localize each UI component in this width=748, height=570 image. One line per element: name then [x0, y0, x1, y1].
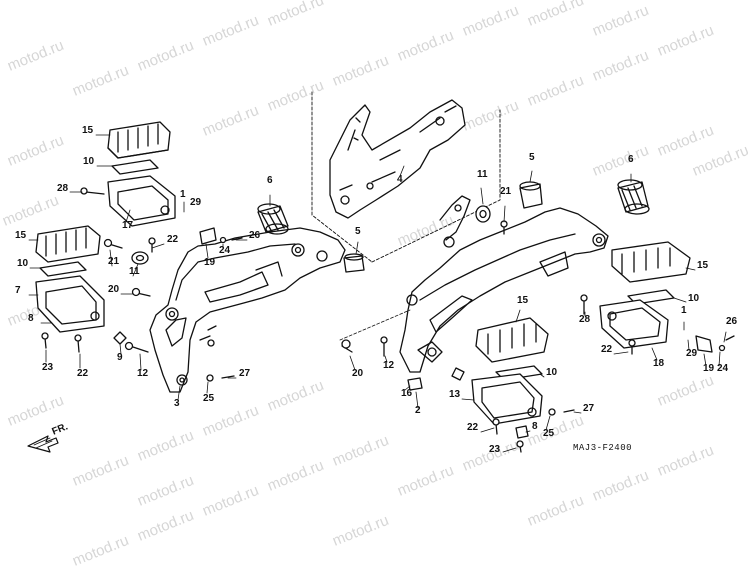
bolt-group [41, 187, 735, 453]
part-callout-1: 1 [180, 189, 186, 200]
collar-11-group [131, 205, 491, 265]
rear-bracket-4 [329, 99, 466, 219]
part-callout-23: 23 [42, 362, 54, 373]
part-callout-1: 1 [681, 305, 687, 316]
part-callout-25: 25 [543, 428, 555, 439]
part-callout-11: 11 [477, 169, 488, 180]
part-callout-11: 11 [129, 266, 140, 277]
part-callout-3: 3 [174, 398, 180, 409]
part-callout-7: 7 [15, 285, 21, 296]
part-callout-21: 21 [500, 186, 512, 197]
part-callout-15: 15 [15, 230, 27, 241]
part-callout-19: 19 [703, 363, 715, 374]
part-callout-8: 8 [28, 313, 34, 324]
part-callout-24: 24 [717, 363, 729, 374]
part-callout-10: 10 [17, 258, 29, 269]
part-callout-29: 29 [190, 197, 202, 208]
part-callout-26: 26 [249, 230, 261, 241]
part-callout-22: 22 [167, 234, 179, 245]
right-bracket-2 [399, 195, 609, 373]
collar-6-right [617, 179, 650, 215]
footpeg-7 [35, 275, 105, 333]
part-callout-28: 28 [57, 183, 69, 194]
part-callout-10: 10 [546, 367, 558, 378]
part-callout-28: 28 [579, 314, 591, 325]
footpeg-13 [471, 373, 543, 425]
part-callout-23: 23 [489, 444, 501, 455]
part-callout-18: 18 [653, 358, 665, 369]
leader-lines [28, 134, 727, 453]
part-callout-26: 26 [726, 316, 738, 327]
part-callout-19: 19 [204, 257, 216, 268]
part-callout-15: 15 [697, 260, 709, 271]
part-callout-17: 17 [122, 220, 134, 231]
footpeg-17 [107, 175, 176, 227]
footpeg-rubber-15-c [611, 241, 691, 283]
part-callout-22: 22 [467, 422, 479, 433]
part-callout-5: 5 [529, 152, 535, 163]
part-callout-16: 16 [401, 388, 413, 399]
part-callout-6: 6 [267, 175, 273, 186]
part-callout-29: 29 [686, 348, 698, 359]
part-callout-24: 24 [219, 245, 231, 256]
part-callout-12: 12 [137, 368, 149, 379]
part-callout-20: 20 [108, 284, 120, 295]
part-callout-22: 22 [77, 368, 89, 379]
left-bracket-3 [149, 227, 346, 393]
part-callout-25: 25 [203, 393, 215, 404]
part-callout-10: 10 [688, 293, 700, 304]
part-callout-27: 27 [583, 403, 595, 414]
part-callout-9: 9 [117, 352, 123, 363]
part-callout-22: 22 [601, 344, 613, 355]
part-callout-8: 8 [532, 421, 538, 432]
part-callout-15: 15 [82, 125, 94, 136]
part-callout-15: 15 [517, 295, 529, 306]
front-direction-arrow-icon [27, 435, 59, 453]
part-callout-2: 2 [415, 405, 421, 416]
part-callout-5: 5 [355, 226, 361, 237]
footpeg-18 [599, 299, 669, 349]
part-callout-6: 6 [628, 154, 634, 165]
part-callout-13: 13 [449, 389, 461, 400]
inset-outline [311, 91, 501, 263]
part-callout-10: 10 [83, 156, 95, 167]
collar-6-left [257, 203, 289, 235]
diagram-code: MAJ3-F2400 [573, 443, 633, 453]
footpeg-rubber-15-b [35, 225, 101, 263]
part-callout-27: 27 [239, 368, 251, 379]
part-callout-12: 12 [383, 360, 395, 371]
footpeg-rubber-15-d [475, 317, 549, 363]
part-callout-4: 4 [397, 174, 403, 185]
part-callout-20: 20 [352, 368, 364, 379]
part-callout-21: 21 [108, 256, 120, 267]
footpeg-rubber-15-a [107, 121, 171, 159]
